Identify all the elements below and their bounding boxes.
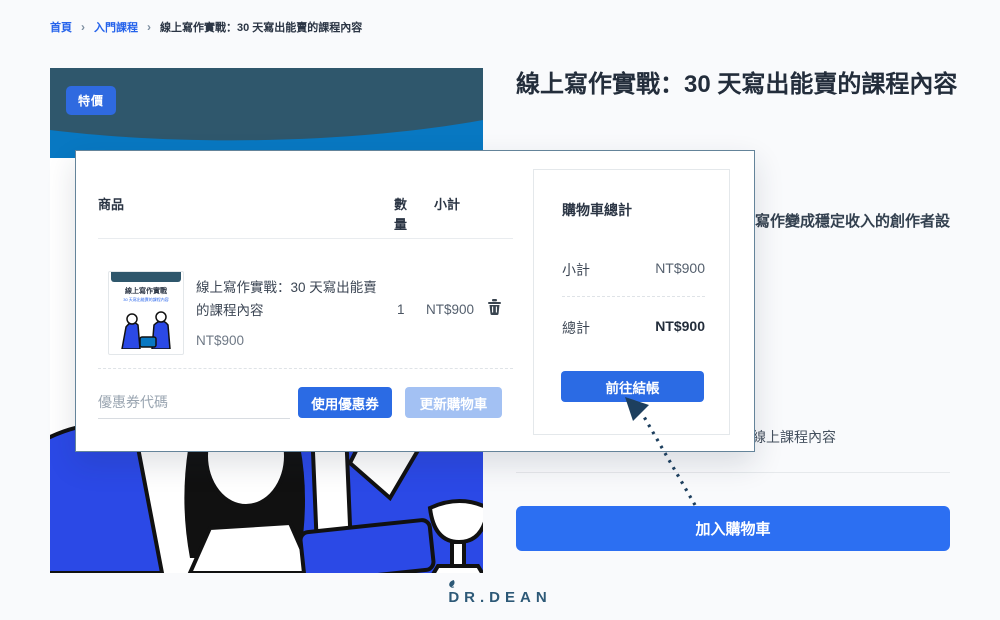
breadcrumb-separator: › (147, 20, 151, 34)
table-divider (98, 238, 513, 239)
content-divider (516, 472, 950, 473)
product-image-wave (50, 120, 483, 158)
background-text-bold: 寫作變成穩定收入的創作者設 (755, 213, 951, 230)
trash-icon (487, 299, 501, 316)
update-cart-button[interactable]: 更新購物車 (405, 387, 502, 418)
subtotal-label: 小計 (562, 262, 590, 278)
sale-badge: 特價 (66, 86, 117, 115)
subtotal-value: NT$900 (655, 260, 705, 276)
checkout-button[interactable]: 前往結帳 (561, 371, 704, 402)
total-row: 總計 NT$900 (562, 318, 705, 338)
cart-item-subtotal: NT$900 (426, 302, 475, 317)
apply-coupon-button[interactable]: 使用優惠券 (298, 387, 392, 418)
breadcrumb-current-page: 線上寫作實戰：30 天寫出能賣的課程內容 (160, 22, 363, 34)
column-header-quantity: 數量 (394, 197, 408, 232)
subtotal-row: 小計 NT$900 (562, 260, 705, 280)
background-text: 線上課程內容 (752, 429, 836, 445)
breadcrumb: 首頁 › 入門課程 › 線上寫作實戰：30 天寫出能賣的課程內容 (50, 19, 362, 35)
remove-item-button[interactable] (484, 298, 504, 318)
cart-totals-title: 購物車總計 (562, 202, 632, 218)
breadcrumb-separator: › (81, 20, 85, 34)
cart-item-quantity: 1 (397, 302, 405, 317)
flame-icon (449, 580, 455, 588)
cart-modal: 商品 數量 小計 線上寫作實戰 30 天寫出能賣的課程內容 線上寫作實戰：30 … (75, 150, 755, 452)
thumbnail-illustration (121, 311, 171, 349)
cart-totals-panel: 購物車總計 小計 NT$900 總計 NT$900 前往結帳 (533, 169, 730, 435)
footer: DR.DEAN (0, 580, 1000, 607)
column-header-product: 商品 (98, 197, 125, 212)
cart-item-thumbnail: 線上寫作實戰 30 天寫出能賣的課程內容 (108, 271, 184, 355)
thumbnail-subtitle: 30 天寫出能賣的課程內容 (123, 297, 169, 302)
cart-item-name[interactable]: 線上寫作實戰：30 天寫出能賣 的課程內容 NT$900 (196, 277, 382, 353)
breadcrumb-link-category[interactable]: 入門課程 (94, 22, 138, 34)
add-to-cart-button[interactable]: 加入購物車 (516, 506, 950, 551)
cart-item-price: NT$900 (196, 332, 245, 348)
thumbnail-title: 線上寫作實戰 (125, 288, 167, 295)
course-title: 線上寫作實戰：30 天寫出能賣的課程內容 (516, 71, 958, 98)
total-value: NT$900 (655, 318, 705, 334)
footer-logo-text: DR.DEAN (448, 589, 552, 606)
thumbnail-header-band (111, 272, 181, 282)
column-header-subtotal: 小計 (434, 197, 461, 212)
table-divider-dashed (98, 368, 513, 369)
footer-logo: DR.DEAN (448, 580, 552, 606)
cart-item-name-text: 線上寫作實戰：30 天寫出能賣 的課程內容 (196, 280, 377, 318)
breadcrumb-link-home[interactable]: 首頁 (50, 22, 72, 34)
totals-divider (562, 296, 705, 297)
coupon-input[interactable] (98, 385, 290, 419)
total-label: 總計 (562, 320, 590, 336)
